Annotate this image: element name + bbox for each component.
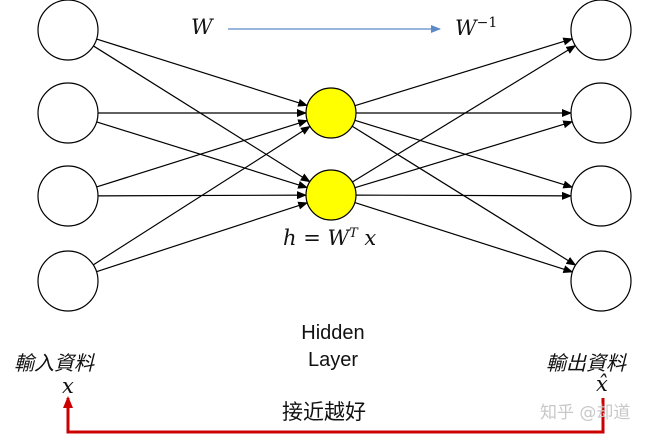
hidden-node: [305, 169, 357, 221]
input-node: [37, 0, 99, 61]
output-node: [570, 250, 632, 312]
input-symbol: x: [62, 374, 74, 398]
output-node: [570, 0, 632, 61]
decoder-edge: [354, 120, 574, 189]
encoder-edge: [96, 38, 309, 107]
hidden-node: [305, 87, 357, 139]
weight-label: W: [191, 15, 213, 39]
inverse-weight-exponent: −1: [476, 15, 498, 31]
decoder-edge: [354, 119, 574, 189]
input-node: [37, 165, 99, 227]
hidden-layer-label: Hidden Layer: [280, 320, 386, 374]
input-data-label: 輸入資料: [14, 351, 94, 375]
input-node: [37, 82, 99, 144]
hidden-formula: h = WT x: [283, 226, 376, 250]
encoder-edge: [96, 201, 309, 273]
inverse-weight-base: W: [455, 16, 477, 40]
encoder-edge: [96, 121, 309, 189]
hidden-label-line1: Hidden: [301, 322, 365, 344]
output-node: [570, 165, 632, 227]
watermark: 知乎 @却道: [540, 403, 631, 423]
decoder-edge: [354, 37, 574, 107]
encoder-edge: [92, 125, 311, 266]
decoder-edge: [354, 202, 574, 273]
reconstruction-feedback-arrow: [63, 396, 605, 434]
hidden-formula-sup: T: [349, 226, 358, 241]
closeness-label: 接近越好: [282, 400, 366, 424]
encoder-edge: [93, 45, 311, 183]
decoder-edge: [352, 45, 577, 183]
output-node: [570, 82, 632, 144]
hidden-formula-main: h = W: [283, 226, 350, 250]
inverse-weight-label: W−1: [455, 15, 497, 40]
output-data-label: 輸出資料: [546, 351, 626, 375]
hidden-label-line2: Layer: [307, 349, 359, 371]
input-node: [37, 250, 99, 312]
encoder-edge: [96, 119, 309, 188]
decoder-edge: [355, 191, 573, 200]
hidden-formula-x: x: [364, 226, 377, 250]
output-symbol: x̂: [596, 372, 608, 396]
